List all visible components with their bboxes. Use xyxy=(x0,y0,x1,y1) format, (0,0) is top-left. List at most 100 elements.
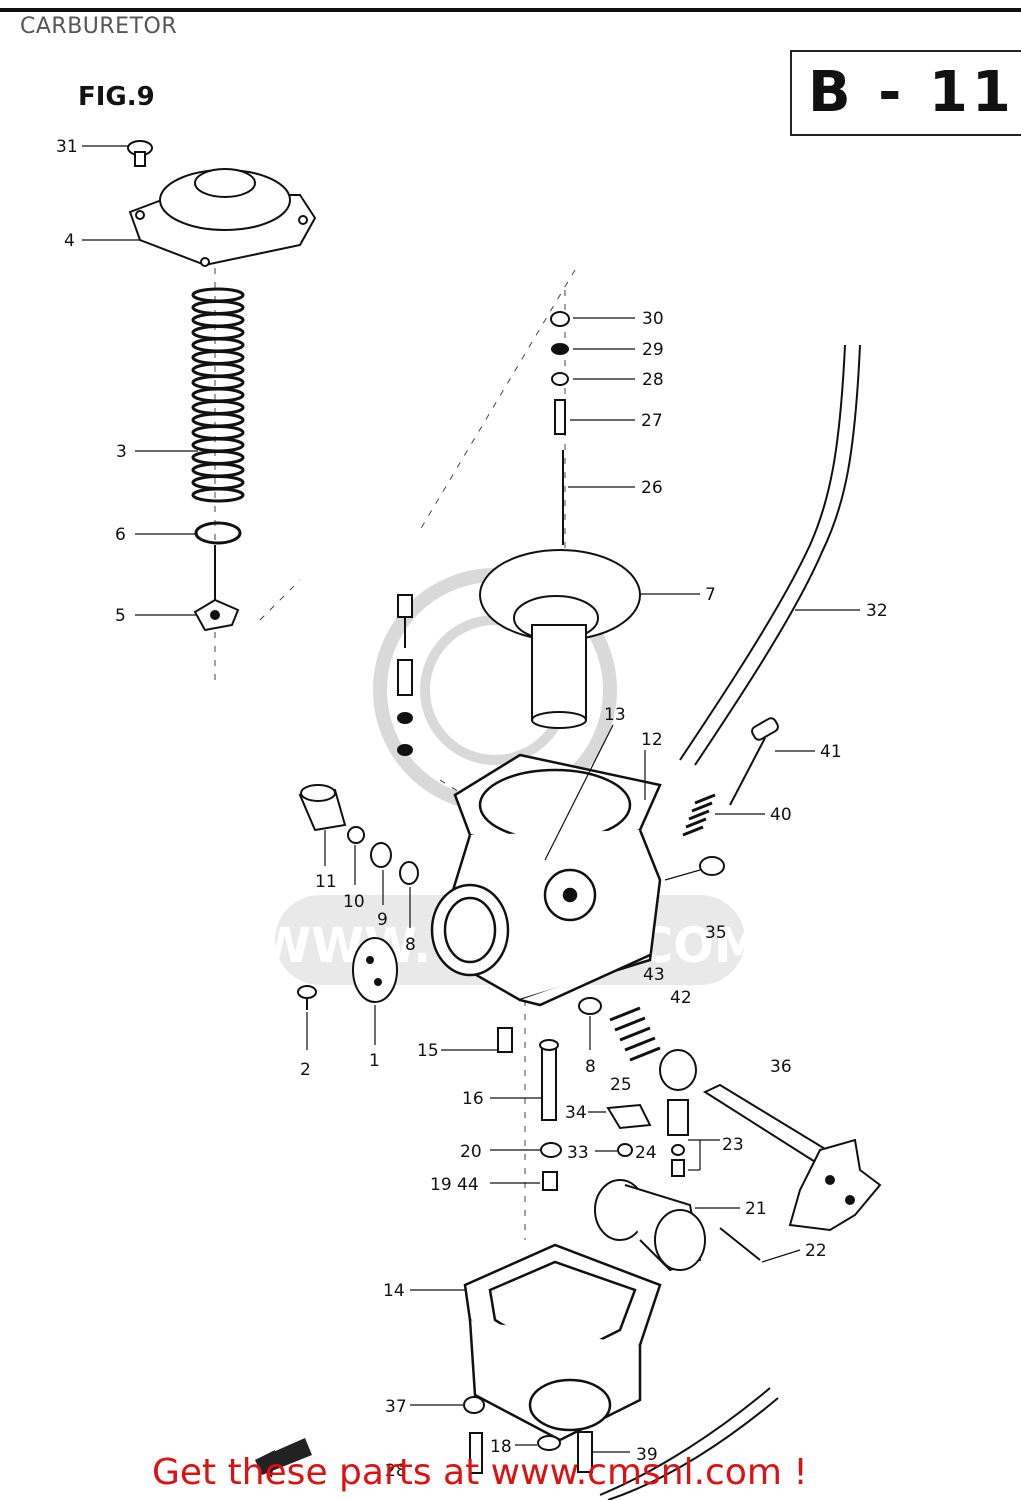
part-5-needle-holder xyxy=(193,545,240,632)
spring-coil xyxy=(191,450,245,465)
spring-coil xyxy=(191,412,245,428)
spring-coil xyxy=(191,300,245,315)
callout-24: 24 xyxy=(635,1143,657,1163)
part-16-needle-jet xyxy=(539,1039,559,1121)
spring-coil xyxy=(191,437,245,453)
callout-8-upper: 8 xyxy=(405,935,416,955)
callout-15: 15 xyxy=(417,1041,439,1061)
part-19-44-main-jet xyxy=(542,1171,558,1191)
callout-42: 42 xyxy=(670,988,692,1008)
parts-8-11-washers xyxy=(298,784,419,885)
callout-29: 29 xyxy=(642,340,664,360)
callout-labels: 31 4 3 6 5 30 29 28 27 26 7 32 13 12 41 … xyxy=(56,137,888,1481)
callout-27: 27 xyxy=(641,411,663,431)
sheet-code: B - 11 xyxy=(808,60,1015,125)
part-7-diaphragm-piston xyxy=(479,549,641,729)
leader-lines xyxy=(82,145,860,1453)
part-28-lower-screw xyxy=(469,1432,483,1474)
callout-31: 31 xyxy=(56,137,78,157)
part-22-pin xyxy=(719,1227,761,1261)
part-18-washer xyxy=(537,1435,561,1451)
callout-3: 3 xyxy=(116,442,127,462)
part-20-washer xyxy=(540,1142,562,1158)
spring-coil xyxy=(191,287,245,303)
callout-28-upper: 28 xyxy=(642,370,664,390)
part-34-plate xyxy=(606,1103,652,1130)
callout-34: 34 xyxy=(565,1103,587,1123)
forward-arrow-icon xyxy=(255,1438,312,1478)
part-6-clip xyxy=(194,521,242,545)
callout-26: 26 xyxy=(641,478,663,498)
part-2-screw xyxy=(297,985,317,1010)
spring-coil xyxy=(191,400,245,415)
part-14-float-bowl xyxy=(463,1243,662,1442)
part-42-spring xyxy=(609,1006,661,1062)
spring-coil xyxy=(191,362,245,378)
part-31-screw xyxy=(127,140,153,167)
callout-43: 43 xyxy=(643,965,665,985)
callout-19-44: 19 44 xyxy=(430,1175,479,1195)
callout-7: 7 xyxy=(705,585,716,605)
spring-coil xyxy=(191,475,245,490)
part-25-float-valve-seat xyxy=(667,1099,689,1136)
callout-1: 1 xyxy=(369,1051,380,1071)
pilot-screw-stack xyxy=(397,594,413,756)
callout-37: 37 xyxy=(385,1397,407,1417)
spring-coil xyxy=(191,387,245,403)
callout-13: 13 xyxy=(604,705,626,725)
part-41-adjust-screw xyxy=(729,717,779,806)
callout-28-lower: 28 xyxy=(385,1461,407,1481)
part-40-spring xyxy=(682,793,716,837)
top-border-line xyxy=(0,8,1021,12)
assembly-guide-lines xyxy=(214,170,576,1240)
part-32-hose xyxy=(679,344,861,766)
callout-36: 36 xyxy=(770,1057,792,1077)
spring-coil xyxy=(191,350,245,365)
callout-25: 25 xyxy=(610,1075,632,1095)
spring-coil xyxy=(191,425,245,440)
callout-6: 6 xyxy=(115,525,126,545)
spring-coil xyxy=(191,462,245,478)
part-35-plug xyxy=(699,856,725,876)
part-21-float xyxy=(594,1179,706,1272)
callout-32: 32 xyxy=(866,601,888,621)
part-33-screw xyxy=(617,1143,633,1157)
part-15-jet xyxy=(497,1027,513,1053)
callout-33: 33 xyxy=(567,1143,589,1163)
spring-coil xyxy=(191,312,245,328)
part-4-top-cap xyxy=(128,168,317,267)
callout-23: 23 xyxy=(722,1135,744,1155)
sheet-code-box xyxy=(790,50,1021,136)
callout-35: 35 xyxy=(705,923,727,943)
part-36-lever-shaft xyxy=(702,1083,882,1232)
callout-10: 10 xyxy=(343,892,365,912)
callout-41: 41 xyxy=(820,742,842,762)
part-26-30-needle-stack xyxy=(550,311,570,545)
callout-12: 12 xyxy=(641,730,663,750)
callout-18: 18 xyxy=(490,1437,512,1457)
page-title: CARBURETOR xyxy=(20,14,178,39)
part-1-plate xyxy=(352,937,398,1003)
callout-39: 39 xyxy=(636,1445,658,1465)
callout-16: 16 xyxy=(462,1089,484,1109)
spring-coil xyxy=(191,337,245,353)
spring-coil xyxy=(191,325,245,340)
callout-40: 40 xyxy=(770,805,792,825)
part-8-washer-lower xyxy=(578,997,602,1015)
callout-5: 5 xyxy=(115,606,126,626)
part-3-spring xyxy=(191,287,245,503)
part-37-drain-plug xyxy=(463,1396,485,1414)
callout-22: 22 xyxy=(805,1241,827,1261)
carburetor-body xyxy=(430,753,662,1007)
callout-21: 21 xyxy=(745,1199,767,1219)
callout-11: 11 xyxy=(315,872,337,892)
part-24-float-valve xyxy=(671,1144,685,1177)
drain-hose xyxy=(599,1387,779,1500)
callout-8-lower: 8 xyxy=(585,1057,596,1077)
parts-shop-link[interactable]: Get these parts at www.cmsnl.com ! xyxy=(152,1452,808,1493)
spring-coil xyxy=(191,487,245,503)
callout-9: 9 xyxy=(377,910,388,930)
figure-label: FIG.9 xyxy=(78,82,155,112)
spring-coil xyxy=(191,375,245,390)
